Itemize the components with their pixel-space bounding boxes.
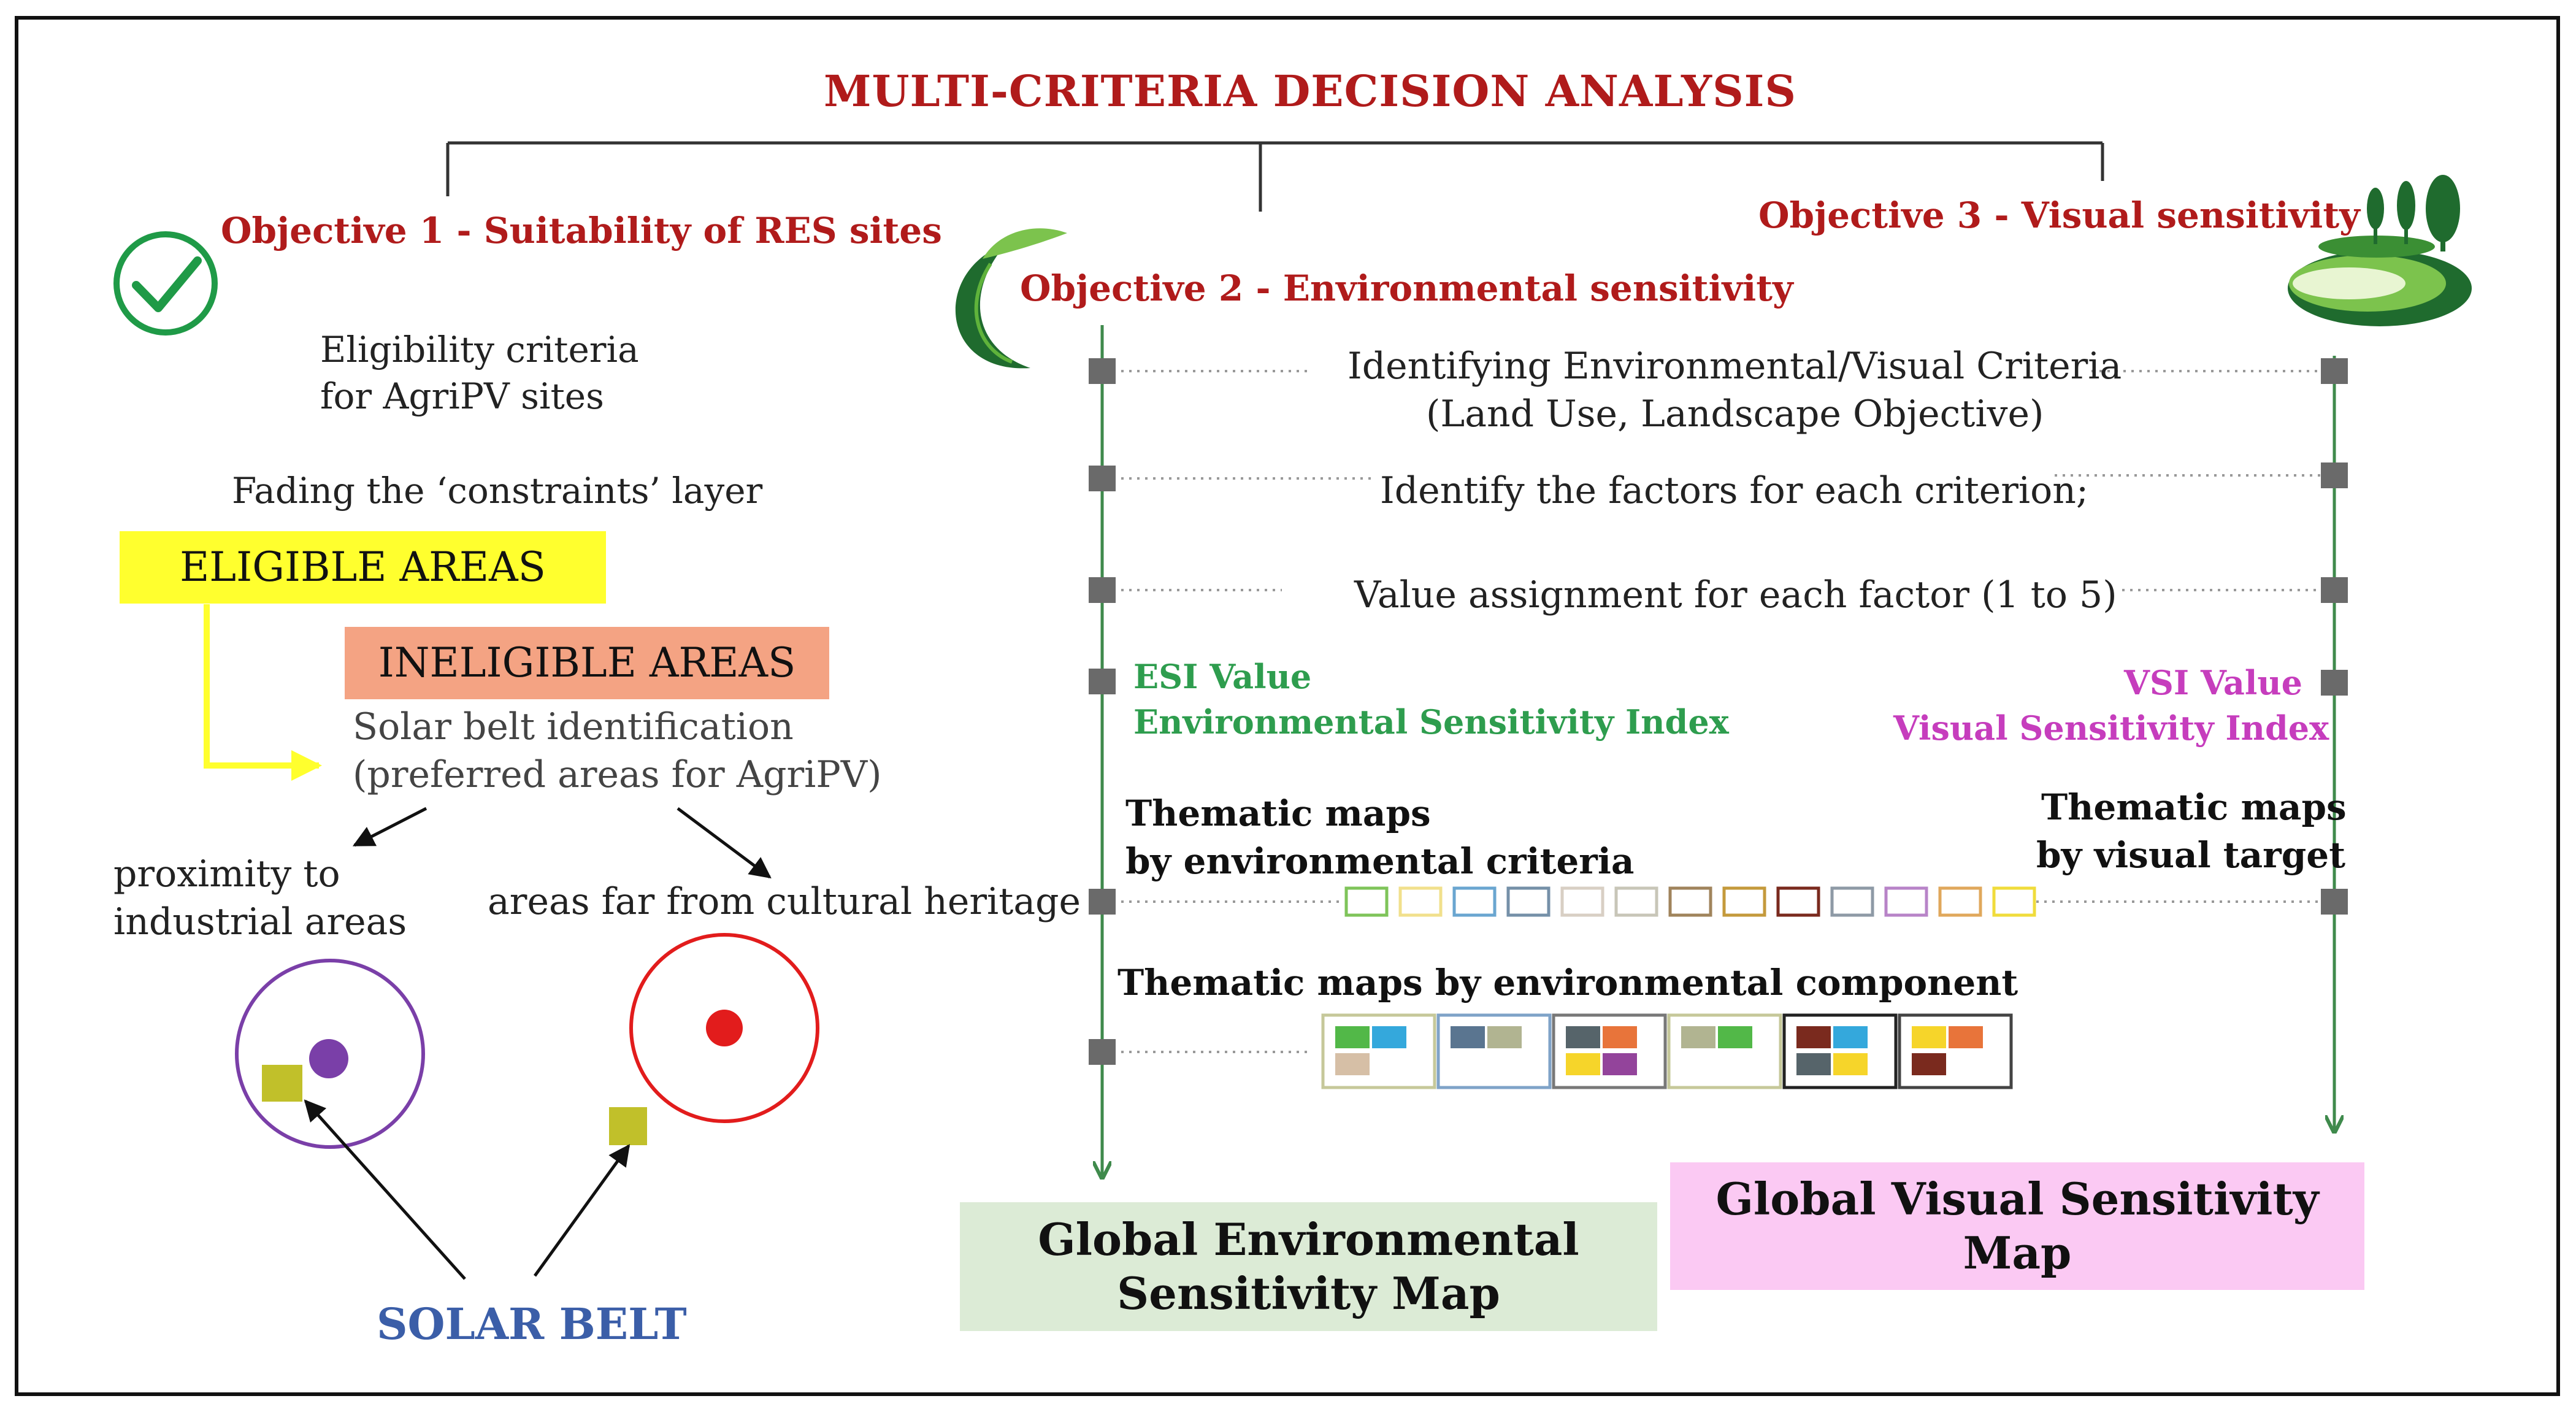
objective3-title: Objective 3 - Visual sensitivity (1758, 194, 2360, 236)
criteria-swatch (1614, 886, 1658, 917)
landscape-trees-icon (2288, 175, 2472, 326)
proximity-industrial-line2: industrial areas (113, 900, 407, 943)
criteria-swatch (1992, 886, 2036, 917)
esi-value-label: ESI Value (1133, 657, 1312, 696)
objective1-title: Objective 1 - Suitability of RES sites (221, 210, 942, 251)
eligibility-criteria-line1: Eligibility criteria (320, 329, 639, 370)
proximity-circle-icon (235, 959, 425, 1149)
identify-criteria-line1: Identifying Environmental/Visual Criteri… (1347, 345, 2122, 388)
step-markers (1089, 358, 2348, 1065)
solar-belt-identification-line2: (preferred areas for AgriPV) (353, 753, 882, 796)
component-map-row (1321, 1013, 2013, 1089)
component-map-thumbnail (1667, 1013, 1782, 1089)
criteria-swatch (1452, 886, 1497, 917)
criteria-swatch (1506, 886, 1551, 917)
identify-criteria-line2: (Land Use, Landscape Objective) (1426, 393, 2044, 435)
arrow-solarbelt-right (533, 1144, 631, 1277)
global-visual-map-box: Global Visual Sensitivity Map (1670, 1162, 2364, 1290)
criteria-swatch (1668, 886, 1712, 917)
criteria-swatch (1344, 886, 1389, 917)
global-environmental-map-box: Global Environmental Sensitivity Map (960, 1202, 1657, 1331)
component-map-thumbnail (1782, 1013, 1898, 1089)
vsi-value-label: VSI Value (2124, 663, 2303, 702)
thematic-criteria-line1: Thematic maps (1125, 792, 1431, 834)
global-env-line2: Sensitivity Map (1117, 1267, 1500, 1319)
thematic-target-line2: by visual target (2036, 834, 2345, 876)
criteria-swatch (1830, 886, 1874, 917)
component-map-thumbnail (1898, 1013, 2013, 1089)
far-heritage-text: areas far from cultural heritage (488, 880, 1081, 923)
eligibility-criteria-line2: for AgriPV sites (320, 375, 604, 417)
component-map-thumbnail (1436, 1013, 1552, 1089)
eligible-to-solarbelt-arrow (204, 604, 322, 781)
criteria-swatch (1722, 886, 1766, 917)
criteria-swatch-row (1344, 886, 2036, 917)
value-assignment-text: Value assignment for each factor (1 to 5… (1354, 574, 2117, 616)
thematic-target-line1: Thematic maps (2041, 786, 2347, 828)
arrow-to-far-heritage (677, 807, 772, 879)
solar-belt-identification-line1: Solar belt identification (353, 705, 794, 748)
component-map-thumbnail (1321, 1013, 1436, 1089)
identify-factors-text: Identify the factors for each criterion; (1380, 469, 2089, 512)
criteria-swatch (1776, 886, 1820, 917)
diagram-frame (15, 16, 2560, 1396)
vsi-index-label: Visual Sensitivity Index (1893, 708, 2329, 748)
title-bracket (446, 141, 2104, 212)
criteria-swatch (1938, 886, 1982, 917)
thematic-criteria-line2: by environmental criteria (1125, 840, 1635, 882)
diagram-title: MULTI-CRITERIA DECISION ANALYSIS (824, 66, 1796, 117)
criteria-swatch (1560, 886, 1604, 917)
check-circle-icon (113, 231, 218, 336)
solar-belt-label: SOLAR BELT (377, 1299, 687, 1349)
criteria-swatch (1884, 886, 1928, 917)
leaf-arc-icon (955, 228, 1067, 369)
criteria-swatch (1398, 886, 1443, 917)
arrow-to-proximity (352, 807, 427, 847)
heritage-circle-icon (609, 933, 819, 1145)
fading-constraints-text: Fading the ‘constraints’ layer (232, 470, 763, 512)
thematic-component-text: Thematic maps by environmental component (1117, 962, 2018, 1003)
objective2-title: Objective 2 - Environmental sensitivity (1020, 267, 1793, 309)
component-map-thumbnail (1552, 1013, 1667, 1089)
eligible-areas-box: ELIGIBLE AREAS (120, 531, 606, 604)
proximity-industrial-line1: proximity to (113, 853, 340, 896)
arrow-solarbelt-left (304, 1099, 466, 1280)
global-env-line1: Global Environmental (1038, 1213, 1579, 1266)
ineligible-areas-box: INELIGIBLE AREAS (345, 627, 829, 699)
step-leader-lines (1113, 370, 2325, 1053)
esi-index-label: Environmental Sensitivity Index (1133, 702, 1729, 742)
